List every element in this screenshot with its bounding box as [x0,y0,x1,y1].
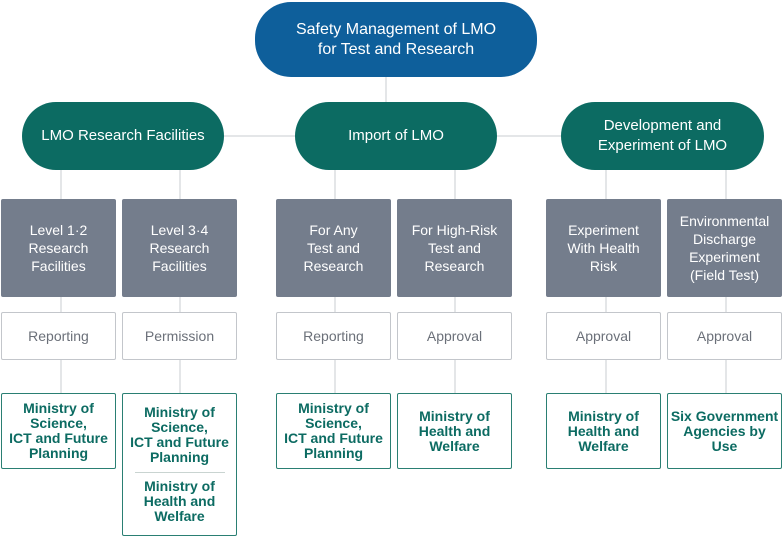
category-label: LMO Research Facilities [41,127,205,144]
agency-divider [134,472,225,473]
status-label: Permission [144,328,215,344]
item-label: Environmental Discharge Experiment (Fiel… [679,213,770,283]
category-label: Import of LMO [348,127,444,144]
item-level-1-2-research-facilities: Level 1·2 Research Facilities [1,199,116,297]
agency-label: Six Government Agencies by Use [670,407,779,454]
agency-box: Ministry of Science, ICT and Future Plan… [276,393,391,469]
item-label: Level 3·4 Research Facilities [149,222,210,274]
status-label: Approval [696,328,753,344]
agency-label: Ministry of Science, ICT and Future Plan… [9,400,108,461]
item-environmental-discharge-experiment: Environmental Discharge Experiment (Fiel… [667,199,782,297]
status-label: Reporting [28,328,89,344]
agency-label: Ministry of Science, ICT and Future Plan… [130,404,229,465]
item-experiment-with-health-risk: Experiment With Health Risk [546,199,661,297]
category-label: Development and Experiment of LMO [597,117,728,154]
status-approval: Approval [546,312,661,360]
root-node: Safety Management of LMO for Test and Re… [255,2,537,77]
category-import-of-lmo: Import of LMO [295,102,497,170]
status-reporting: Reporting [1,312,116,360]
category-development-and-experiment: Development and Experiment of LMO [561,102,764,170]
status-permission: Permission [122,312,237,360]
item-level-3-4-research-facilities: Level 3·4 Research Facilities [122,199,237,297]
status-approval: Approval [397,312,512,360]
agency-label: Ministry of Health and Welfare [143,478,216,524]
agency-label: Ministry of Science, ICT and Future Plan… [284,400,383,461]
status-approval: Approval [667,312,782,360]
status-reporting: Reporting [276,312,391,360]
agency-box: Ministry of Science, ICT and Future Plan… [1,393,116,469]
agency-box: Six Government Agencies by Use [667,393,782,469]
item-label: For Any Test and Research [303,222,364,274]
item-label: For High-Risk Test and Research [411,222,498,274]
agency-box: Ministry of Health and Welfare [397,393,512,469]
category-lmo-research-facilities: LMO Research Facilities [22,102,224,170]
status-label: Approval [575,328,632,344]
item-label: Level 1·2 Research Facilities [28,222,89,274]
root-label: Safety Management of LMO for Test and Re… [295,20,497,58]
item-for-high-risk-test-and-research: For High-Risk Test and Research [397,199,512,297]
status-label: Reporting [303,328,364,344]
item-label: Experiment With Health Risk [567,222,640,274]
agency-label: Ministry of Health and Welfare [418,407,491,454]
agency-label: Ministry of Health and Welfare [567,407,640,454]
agency-box: Ministry of Health and Welfare [546,393,661,469]
status-label: Approval [426,328,483,344]
agency-box: Ministry of Science, ICT and Future Plan… [122,393,237,536]
item-for-any-test-and-research: For Any Test and Research [276,199,391,297]
